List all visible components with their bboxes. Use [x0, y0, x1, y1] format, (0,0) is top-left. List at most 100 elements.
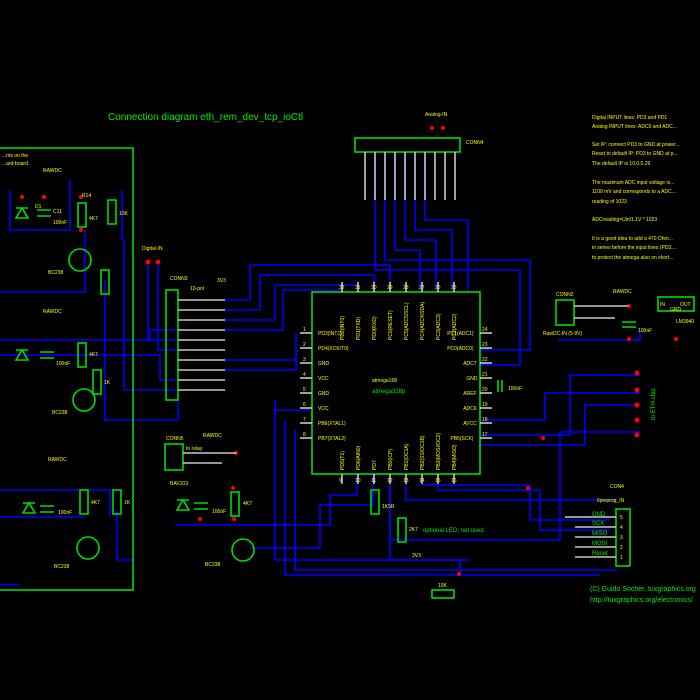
chip-name-alt: atmega328p: [372, 389, 406, 395]
chip-pin-number: 14: [419, 478, 425, 484]
chip-pin-number: 16: [451, 478, 457, 484]
reg-gnd: GND: [670, 307, 682, 313]
chip-pin-label: PB5(SCK): [450, 436, 473, 442]
copyright-text: (C) Guido Socher, tuxgraphics.org: [590, 586, 696, 593]
note-line: Set IP: connect PD3 to GND at power...: [592, 142, 680, 148]
chip-pin-label: PD4(XCK/T0): [318, 346, 349, 352]
pullup-resistor: [431, 589, 455, 599]
vcc-label: 3V3: [217, 278, 226, 284]
capacitor-icon: [40, 505, 54, 513]
chip-pin-number: 4: [303, 372, 306, 378]
resistor: [100, 269, 110, 295]
note-line: Digital INPUT lines: PD3 and PD1: [592, 115, 667, 121]
analog-in-label: Analog-IN: [425, 112, 448, 118]
chip-pin-number: 18: [482, 417, 488, 423]
conn2-sub: RawDC-IN (5-9V): [543, 331, 583, 337]
resistor-value: 4K7: [243, 501, 252, 507]
note-line: Reset to default IP: PD3 to GND at p...: [592, 151, 678, 157]
chip-pin-label: PD5(T1): [340, 451, 346, 470]
note-line: The default IP is 10.0.0.29: [592, 161, 651, 167]
chip-name: atmega168: [372, 378, 397, 384]
left-circuit-frame: [0, 147, 134, 591]
notes-block: Digital INPUT lines: PD3 and PD1 Analog …: [592, 115, 680, 261]
transistor-icon: [231, 538, 255, 562]
chip-pin-number: 29: [387, 285, 393, 291]
chip-pin-number: 20: [482, 387, 488, 393]
resistor: [77, 202, 87, 228]
relay-stage: CONN5 to relay RAWDC BAV103 100nF 4K7 BC…: [164, 433, 484, 599]
power-input: CONN2 RawDC-IN (5-9V) RAWDC 100nF IN OUT…: [543, 289, 695, 337]
conn3-label: CONN3: [170, 276, 188, 282]
cap-label: C11: [53, 209, 62, 215]
chip-pin-label: AREF: [463, 391, 476, 397]
chip-pin-label: AVCC: [463, 421, 477, 427]
chip-pin-number: 3: [303, 357, 306, 363]
led-note: optional LED, not used: [423, 528, 484, 534]
cap-value: 100nF: [56, 361, 70, 367]
aref-capacitor-icon: [497, 380, 503, 392]
conn4-label: CONN4: [466, 140, 484, 146]
diode-label: D1: [35, 204, 42, 210]
chip-pin-number: 1: [303, 327, 306, 333]
cap-value: 100nF: [53, 220, 67, 226]
chip-pin-label: ADC6: [463, 406, 477, 412]
rawdc-label: RAWDC: [48, 457, 67, 463]
prog-pin-gnd: GND: [592, 512, 606, 518]
prog-pin-miso: MISO: [592, 531, 608, 537]
note-line: to protect the atmega also on short...: [592, 255, 673, 261]
input-stage-3: RAWDC 4K7 100nF BC238 1K: [21, 457, 131, 570]
digital-in-label: Digital-IN: [142, 246, 163, 252]
chip-pins: 1PD3(INT1)24PC1(ADC1)32PD2(INT0)9PD5(T1)…: [300, 282, 492, 484]
vcc-label: 3V3: [412, 553, 421, 559]
resistor: [107, 199, 117, 225]
resistor-value: 10K: [119, 211, 129, 217]
chip-pin-label: VCC: [318, 406, 329, 412]
left-box-note: ...nts on the: [2, 153, 28, 159]
note-line: ADCreading=Uin/1.1V * 1023: [592, 217, 657, 223]
chip-pin-number: 31: [355, 285, 361, 291]
aref-cap-label: 100nF: [508, 386, 522, 392]
diagram-title: Connection diagram eth_rem_dev_tcp_ioCtl: [108, 112, 303, 123]
left-box-note: ...ard-board.: [2, 161, 29, 167]
chip-pin-label: PB3(MOSI/OC2): [436, 432, 442, 470]
chip-pin-label: PB7(XTAL2): [318, 436, 346, 442]
prog-pin-reset: Reset: [592, 551, 608, 557]
resistor-value: 4K7: [89, 216, 98, 222]
analog-in-connector: Analog-IN CONN4: [354, 112, 484, 200]
transistor-label: BC238: [205, 562, 221, 568]
chip-pin-number: 32: [339, 285, 345, 291]
chip-pin-number: 28: [403, 285, 409, 291]
atmega-chip: [311, 291, 481, 475]
chip-pin-label: VCC: [318, 376, 329, 382]
resistor-value: 1K: [124, 500, 131, 506]
transistor-label: BC238: [52, 410, 68, 416]
resistor-value: 1K5R: [382, 504, 395, 510]
chip-pin-label: GND: [466, 376, 478, 382]
resistor: [79, 489, 89, 515]
pin-num: 2: [620, 545, 623, 551]
transistor-icon: [76, 536, 100, 560]
rawdc-label: RAWDC: [43, 309, 62, 315]
cap-value: 100nF: [212, 509, 226, 515]
resistor: [92, 369, 102, 395]
chip-pin-number: 6: [303, 402, 306, 408]
chip-pin-label: PC4(ADC4/SDA): [420, 302, 426, 340]
transistor-icon: [72, 388, 96, 412]
reg-out: OUT: [680, 302, 691, 308]
chip-pin-label: PD3(INT1): [318, 331, 342, 337]
input-stage-1: RAWDC R14 4K7 D1 C11 100nF BC238 10K: [14, 168, 129, 295]
resistor: [77, 342, 87, 368]
chip-pin-number: 25: [451, 285, 457, 291]
conn2-label: CONN2: [556, 292, 574, 298]
chip-pin-label: PB2(SS/OC1B): [420, 435, 426, 470]
rawdc-label: RAWDC: [203, 433, 222, 439]
to-relay-label: to relay: [186, 446, 203, 452]
copyright-url[interactable]: http://tuxgraphics.org/electronics/: [590, 597, 693, 604]
transistor-label: BC238: [48, 270, 64, 276]
chip-pin-label: PB4(MISO): [452, 444, 458, 470]
cap-value: 100nF: [58, 510, 72, 516]
chip-pin-number: 26: [435, 285, 441, 291]
chip-pin-number: 5: [303, 387, 306, 393]
